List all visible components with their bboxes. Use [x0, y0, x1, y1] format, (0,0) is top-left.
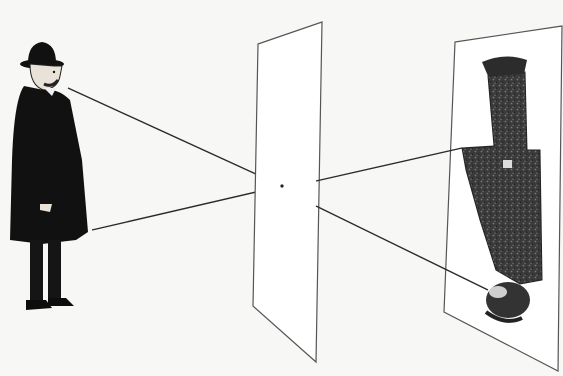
ray-feet-to-aperture — [92, 186, 282, 230]
observer — [10, 42, 88, 310]
ray-to-image-top — [316, 148, 462, 181]
ray-head-to-aperture — [68, 88, 282, 186]
light-rays — [68, 88, 282, 230]
aperture-screen — [253, 22, 322, 362]
pinhole — [280, 184, 283, 187]
